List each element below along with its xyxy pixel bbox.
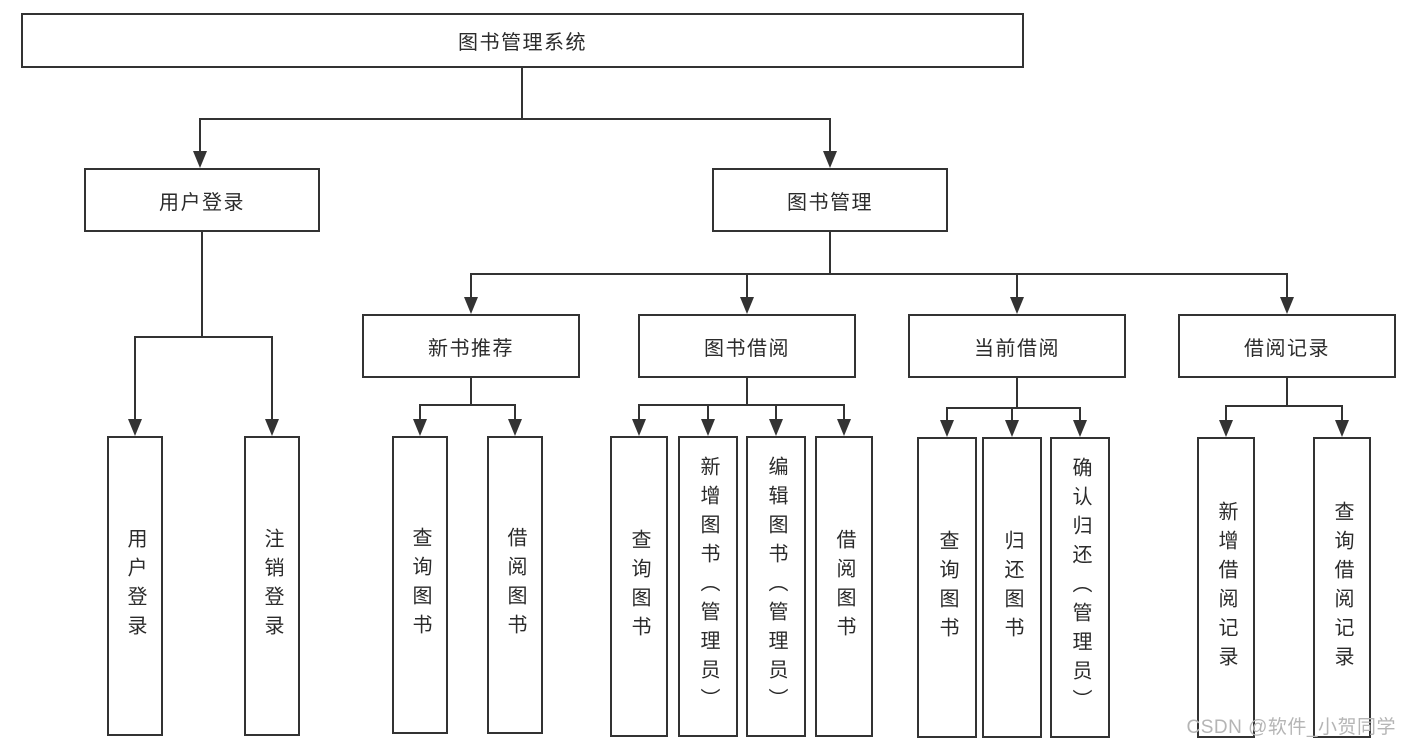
leaf-bb-add-book-label: 新增图书（管理员） [697,456,719,717]
leaf-br-query-record-label: 查询借阅记录 [1331,500,1353,675]
leaf-cb-confirm-return: 确认归还（管理员） [1050,437,1110,738]
arrowhead-icon [1219,420,1233,437]
arrowhead-icon [837,419,851,436]
arrowhead-icon [413,419,427,436]
connector-br-stem [1286,378,1288,405]
leaf-rec-borrow-book-label: 借阅图书 [504,527,526,643]
node-current-borrow: 当前借阅 [908,314,1126,378]
connector-bb-rail [638,404,845,406]
node-new-book-recommend: 新书推荐 [362,314,580,378]
leaf-br-add-record-label: 新增借阅记录 [1215,500,1237,675]
arrowhead-icon [1005,420,1019,437]
leaf-cb-query-book-label: 查询图书 [936,529,958,646]
connector-bb-drop-3 [775,404,777,419]
leaf-cb-query-book: 查询图书 [917,437,977,738]
node-borrow-records: 借阅记录 [1178,314,1396,378]
connector-mgmt-rail [470,273,1288,275]
connector-rec-stem [470,378,472,404]
arrowhead-icon [265,419,279,436]
arrowhead-icon [1335,420,1349,437]
leaf-bb-edit-book-label: 编辑图书（管理员） [765,456,787,717]
connector-login-rail [134,336,273,338]
connector-br-drop-2 [1341,405,1343,420]
connector-mgmt-drop-4 [1286,273,1288,297]
csdn-watermark: CSDN @软件_小贺同学 [1186,717,1396,738]
leaf-user-login-label: 用户登录 [124,528,146,644]
connector-br-drop-1 [1225,405,1227,420]
arrowhead-icon [1010,297,1024,314]
leaf-br-add-record: 新增借阅记录 [1197,437,1255,738]
connector-br-rail [1225,405,1343,407]
connector-root-drop-right [829,118,831,152]
node-book-borrow: 图书借阅 [638,314,856,378]
connector-root-drop-left [199,118,201,152]
connector-cb-rail [946,407,1081,409]
connector-bb-drop-2 [707,404,709,419]
arrowhead-icon [740,297,754,314]
connector-login-stem [201,232,203,336]
connector-root-stem [521,68,523,118]
arrowhead-icon [508,419,522,436]
connector-mgmt-drop-3 [1016,273,1018,297]
leaf-rec-borrow-book: 借阅图书 [487,436,543,734]
leaf-rec-query-book: 查询图书 [392,436,448,734]
leaf-bb-edit-book: 编辑图书（管理员） [746,436,806,737]
arrowhead-icon [940,420,954,437]
connector-rec-rail [419,404,516,406]
arrowhead-icon [464,297,478,314]
connector-rec-drop-2 [514,404,516,419]
arrowhead-icon [701,419,715,436]
arrowhead-icon [1280,297,1294,314]
leaf-br-query-record: 查询借阅记录 [1313,437,1371,738]
leaf-cb-return-book-label: 归还图书 [1001,529,1023,646]
leaf-logout-label: 注销登录 [261,528,283,644]
node-library-system: 图书管理系统 [21,13,1024,68]
arrowhead-icon [1073,420,1087,437]
connector-mgmt-drop-1 [470,273,472,297]
connector-mgmt-drop-2 [746,273,748,297]
node-user-login: 用户登录 [84,168,320,232]
leaf-logout: 注销登录 [244,436,300,736]
leaf-bb-query-book: 查询图书 [610,436,668,737]
arrowhead-icon [193,151,207,168]
arrowhead-icon [128,419,142,436]
leaf-user-login: 用户登录 [107,436,163,736]
connector-cb-drop-1 [946,407,948,420]
connector-cb-drop-2 [1011,407,1013,420]
node-book-management: 图书管理 [712,168,948,232]
leaf-bb-add-book: 新增图书（管理员） [678,436,738,737]
connector-bb-stem [746,378,748,404]
leaf-rec-query-book-label: 查询图书 [409,527,431,643]
arrowhead-icon [823,151,837,168]
arrowhead-icon [632,419,646,436]
connector-login-drop-1 [134,336,136,419]
leaf-bb-borrow-book-label: 借阅图书 [833,528,855,645]
connector-cb-stem [1016,378,1018,407]
connector-cb-drop-3 [1079,407,1081,420]
leaf-bb-query-book-label: 查询图书 [628,528,650,645]
leaf-cb-confirm-return-label: 确认归还（管理员） [1069,457,1091,718]
arrowhead-icon [769,419,783,436]
leaf-cb-return-book: 归还图书 [982,437,1042,738]
connector-login-drop-2 [271,336,273,419]
connector-bb-drop-4 [843,404,845,419]
connector-mgmt-stem [829,232,831,273]
connector-rec-drop-1 [419,404,421,419]
connector-root-rail [199,118,831,120]
leaf-bb-borrow-book: 借阅图书 [815,436,873,737]
connector-bb-drop-1 [638,404,640,419]
